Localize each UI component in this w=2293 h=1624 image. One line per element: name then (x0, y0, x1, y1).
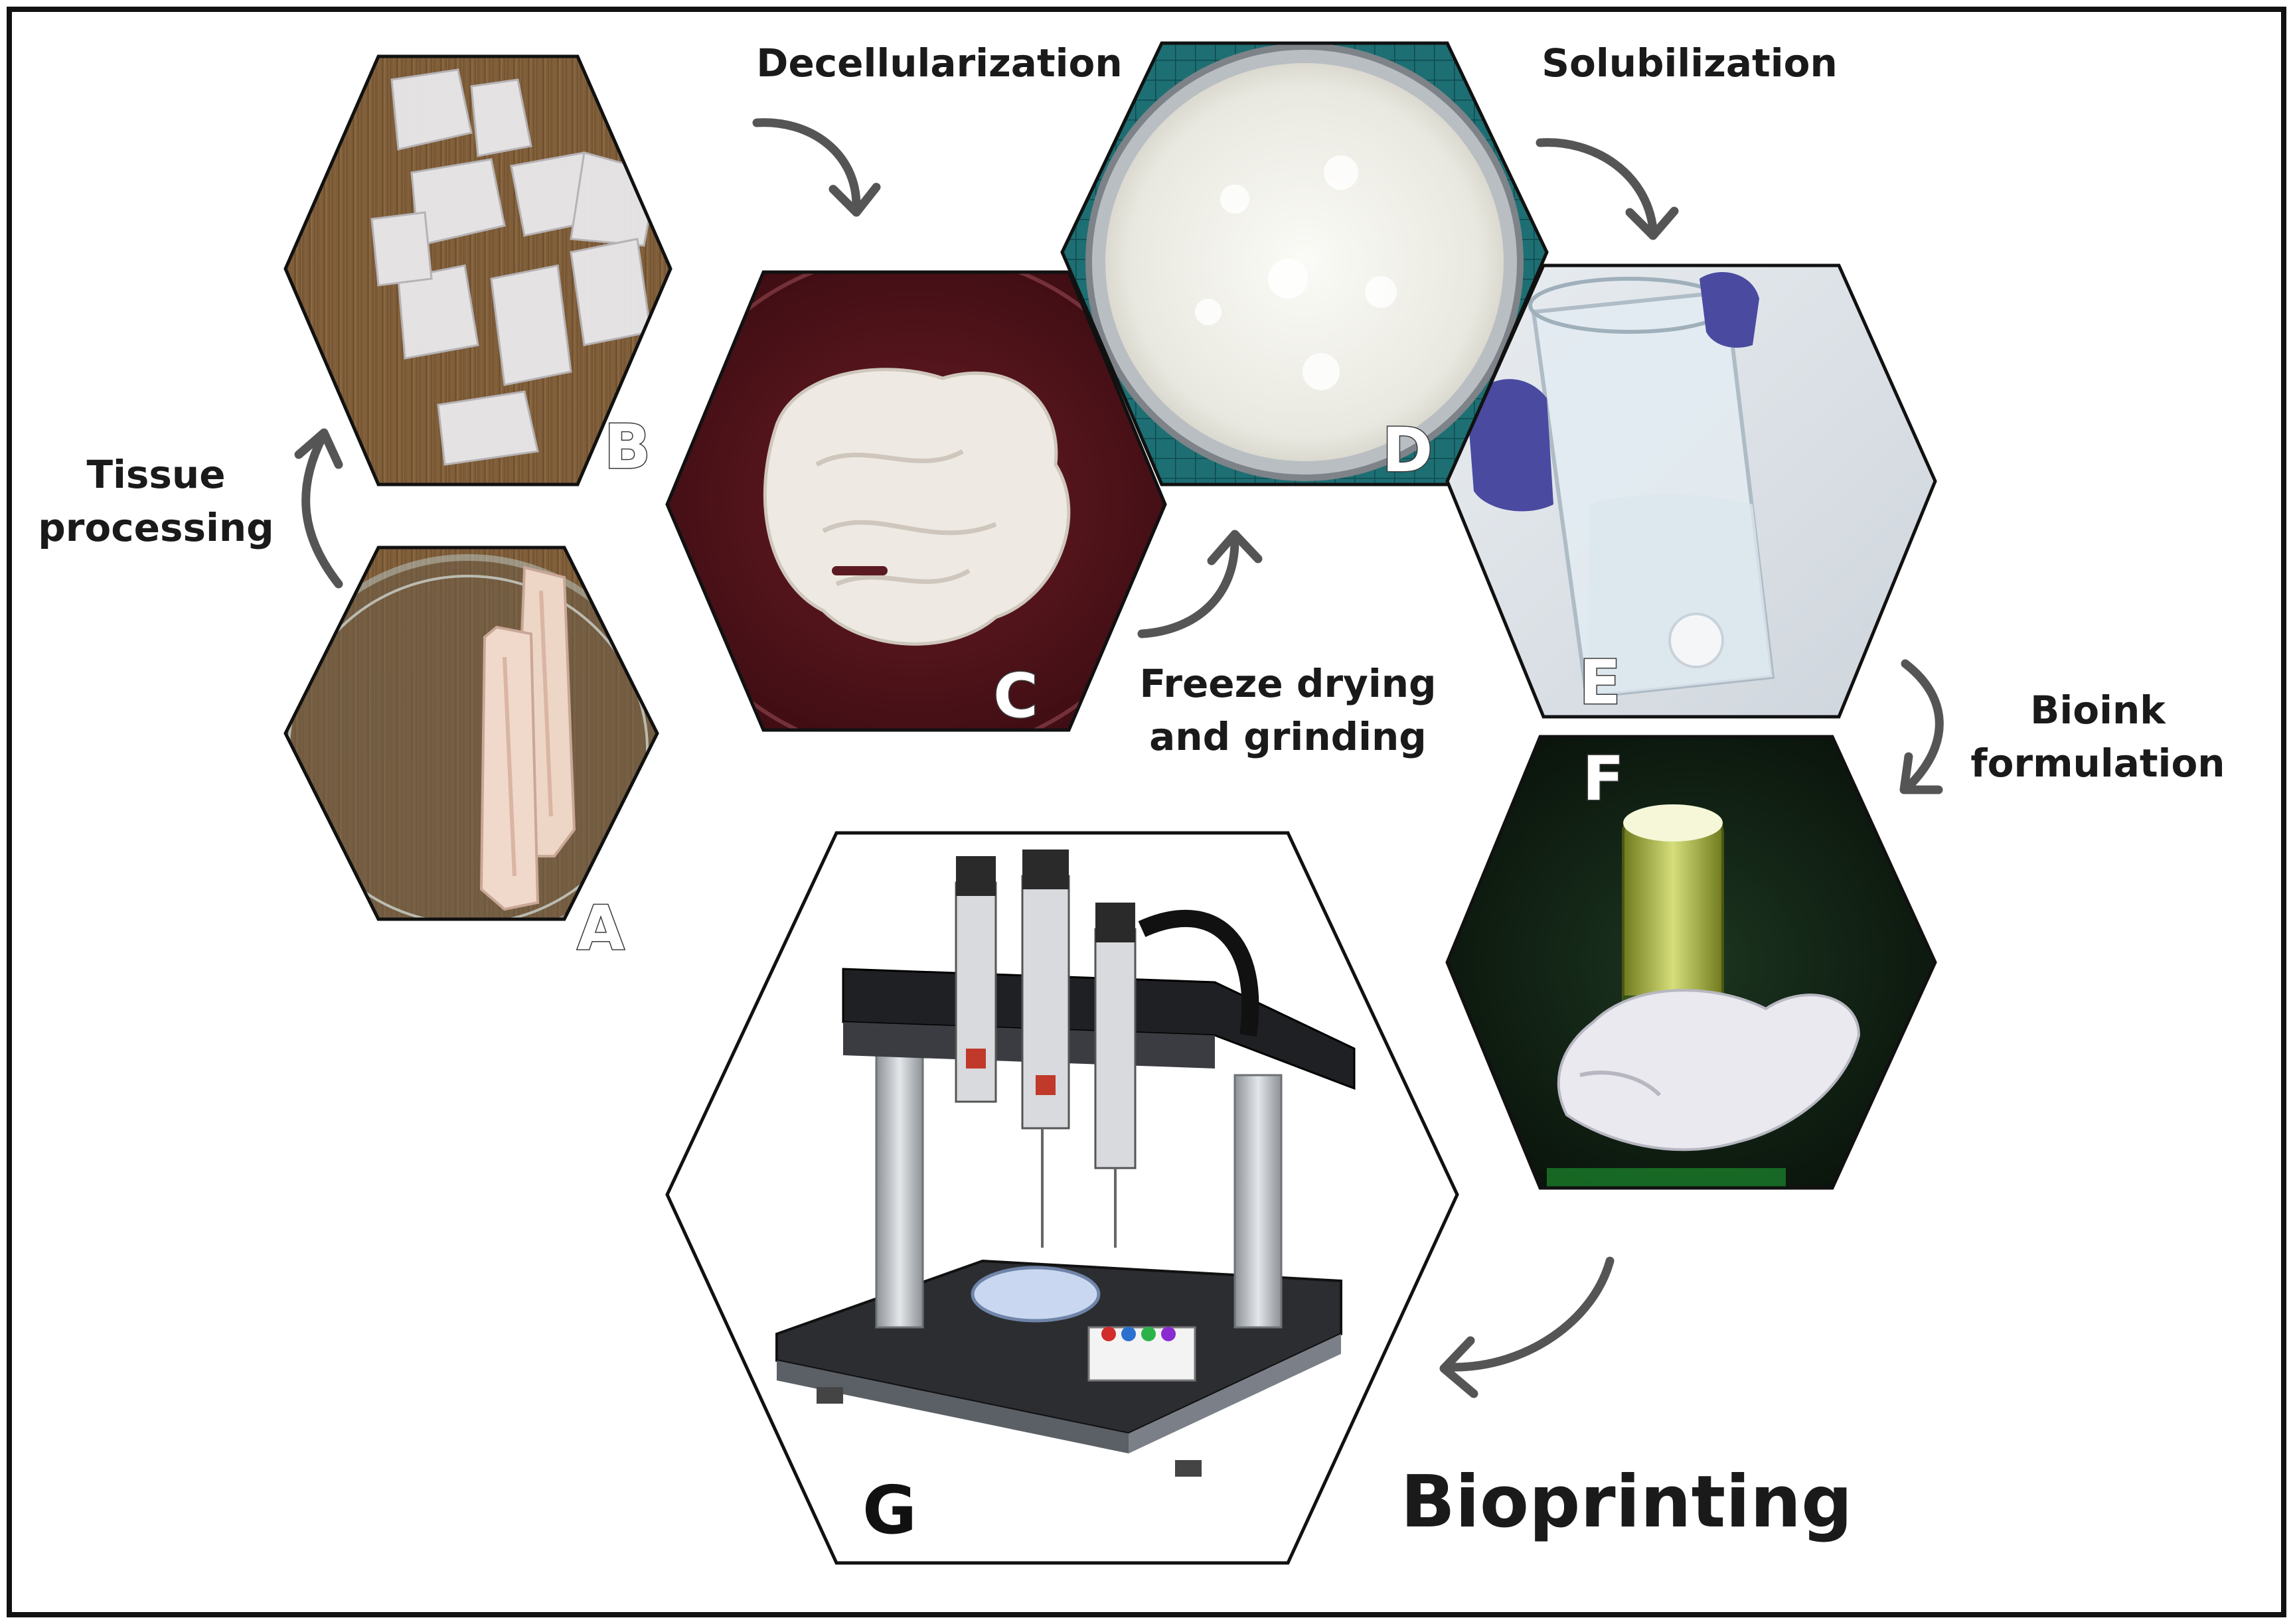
panel-e-hexagon: E (1445, 263, 1937, 719)
panel-d-hexagon: D (1060, 41, 1549, 487)
panel-c-hexagon: C (665, 270, 1167, 733)
freeze-drying-line2: and grinding (1149, 714, 1427, 759)
panel-a-letter: A (577, 893, 624, 964)
freeze-drying-line1: Freeze drying (1139, 661, 1436, 706)
tissue-processing-line1: Tissue (86, 452, 225, 497)
arrow-d-to-e (1536, 138, 1679, 240)
panel-b-letter: B (604, 411, 651, 482)
tissue-processing-line2: processing (38, 505, 274, 550)
label-bioink-formulation: Bioink formulation (1970, 688, 2225, 786)
bioprinting-line1: Bioprinting (1401, 1461, 1853, 1544)
panel-e-letter: E (1579, 647, 1621, 718)
decellularization-line1: Decellularization (756, 40, 1122, 86)
bioink-line1: Bioink (2030, 688, 2166, 733)
panel-f-letter: F (1583, 743, 1624, 814)
label-tissue-processing: Tissue processing (38, 452, 274, 550)
panel-f-hexagon: F (1445, 735, 1937, 1190)
panel-g-hexagon: G (665, 831, 1459, 1565)
arrow-b-to-c (752, 118, 881, 217)
label-solubilization: Solubilization (1542, 40, 1838, 86)
label-freeze-drying: Freeze drying and grinding (1139, 661, 1436, 759)
arrow-e-to-f (1899, 659, 1944, 794)
panel-c-letter: C (993, 660, 1038, 731)
panel-b-hexagon: B (283, 54, 672, 486)
label-decellularization: Decellularization (756, 40, 1122, 86)
panel-d-letter: D (1382, 415, 1433, 486)
solubilization-line1: Solubilization (1542, 40, 1838, 86)
arrow-a-to-b (294, 428, 343, 589)
arrow-c-to-d (1137, 530, 1263, 638)
panel-a-hexagon: A (283, 546, 659, 965)
arrow-f-to-g (1439, 1256, 1615, 1398)
bioink-line2: formulation (1970, 741, 2225, 786)
panel-g-letter: G (862, 1471, 917, 1549)
label-bioprinting: Bioprinting (1401, 1461, 1853, 1544)
